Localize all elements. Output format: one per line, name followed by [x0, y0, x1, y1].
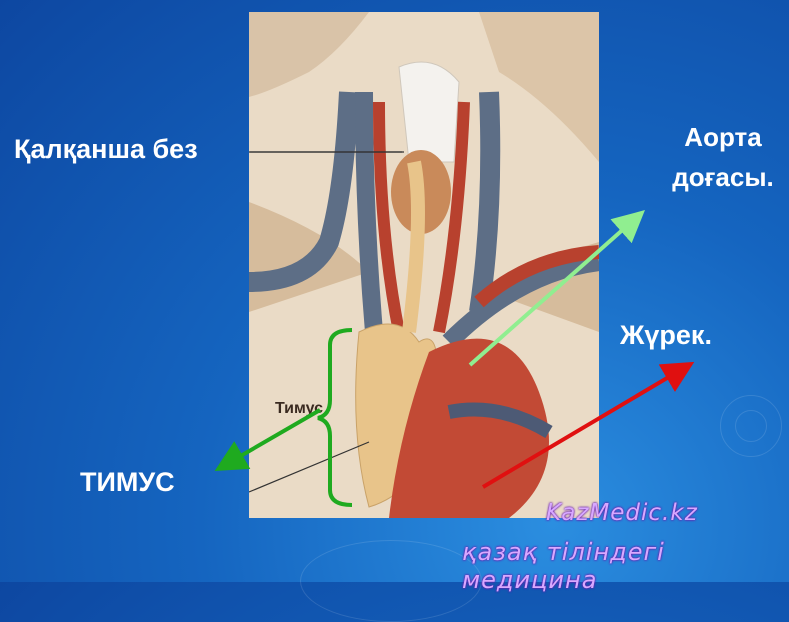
aorta-label-line2: доғасы.	[658, 157, 788, 197]
aorta-label: Аорта доғасы.	[658, 117, 788, 197]
aorta-label-line1: Аорта	[658, 117, 788, 157]
slide: Тимус Қалқанша без Аорта доғасы. Жүрек. …	[0, 0, 789, 582]
aorta-arrow	[470, 218, 636, 365]
watermark-tagline: қазақ тіліндегі медицина	[462, 538, 789, 594]
thymus-arrow	[225, 410, 320, 465]
thymus-label: ТИМУС	[80, 467, 175, 498]
thyroid-label: Қалқанша без	[14, 134, 198, 165]
heart-arrow	[483, 368, 684, 487]
heart-label: Жүрек.	[620, 320, 712, 351]
watermark-site: KazMedic.kz	[546, 500, 698, 526]
thymus-bracket	[318, 330, 352, 505]
